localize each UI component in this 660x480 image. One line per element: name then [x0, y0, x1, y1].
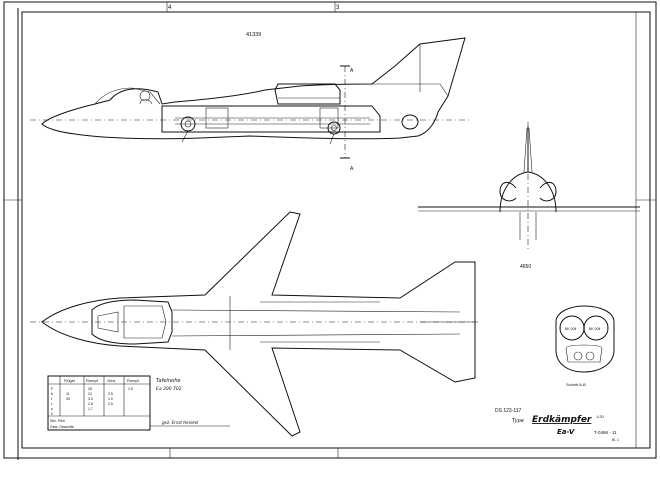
section-label: Schnitt A-B [566, 382, 586, 387]
section-mark-bottom: A [350, 166, 354, 172]
scale: 1:20 [596, 414, 605, 419]
table-cell: t [51, 397, 52, 401]
table-cell: s [51, 407, 53, 411]
drawn-by-note: gez. Ernst Heinkel [162, 420, 199, 425]
table-cell: 2.5 [108, 402, 113, 406]
table-cell: 26 [88, 387, 92, 391]
page-number: Bl. 1 [612, 438, 619, 442]
sheet-number: 41339 [246, 32, 261, 38]
header-mark-2: 3 [336, 5, 340, 11]
table-cell: b [51, 392, 53, 396]
table-note: Gew: Gewichte [50, 425, 74, 429]
table-header-cell: Gew [107, 378, 115, 383]
engine-right-label: BK 004 [589, 327, 601, 331]
table-cell: h [51, 412, 53, 416]
table-cell: F [51, 387, 53, 391]
table-cell: 2.6 [88, 402, 93, 406]
table-header-cell: Flügel [64, 378, 75, 383]
engine-left-label: BK 004 [565, 327, 577, 331]
side-view [30, 37, 470, 159]
table-note: Sitz: Pilot [50, 419, 65, 423]
model-name: Ea-V [557, 428, 575, 436]
table-cell: 30 [66, 397, 70, 401]
title-block: DS 123-117 Type Erdkämpfer 1:20 Ea-V T-0… [495, 408, 619, 442]
table-header-row: Flügel Rumpf Gew Rumpf [64, 378, 140, 383]
sheet-code: T-0466 - 11 [594, 430, 617, 435]
weights-note-title: Tafelreihe [156, 378, 181, 384]
data-table [47, 375, 151, 431]
table-cell: 11 [66, 392, 70, 396]
sheet-border [3, 1, 657, 460]
header-mark-1: 4 [168, 5, 172, 11]
front-view-dimension: 4650 [520, 264, 531, 270]
drawing-number: DS 123-117 [495, 408, 522, 414]
table-cell: 24 [88, 392, 92, 396]
table-cell: 1.0 [108, 397, 113, 401]
table-body: F 26 1.5 b 11 24 2.5 t 30 3.0 1.0 L 2.6 … [51, 387, 133, 416]
table-header-cell: Rumpf [86, 378, 99, 383]
table-header-cell: Rumpf [127, 378, 140, 383]
front-view [418, 122, 640, 250]
table-cell: 1.5 [128, 387, 133, 391]
table-cell: L [51, 402, 53, 406]
section-mark-top: A [350, 68, 354, 74]
type-prefix: Type [512, 418, 524, 424]
table-cell: 1.7 [88, 407, 93, 411]
section-ab [555, 305, 615, 373]
table-cell: 2.5 [108, 392, 113, 396]
table-cell: 3.0 [88, 397, 93, 401]
weights-note-value: Ea 300 702 [156, 386, 182, 392]
project-name: Erdkämpfer [532, 415, 592, 425]
top-view [30, 211, 480, 437]
